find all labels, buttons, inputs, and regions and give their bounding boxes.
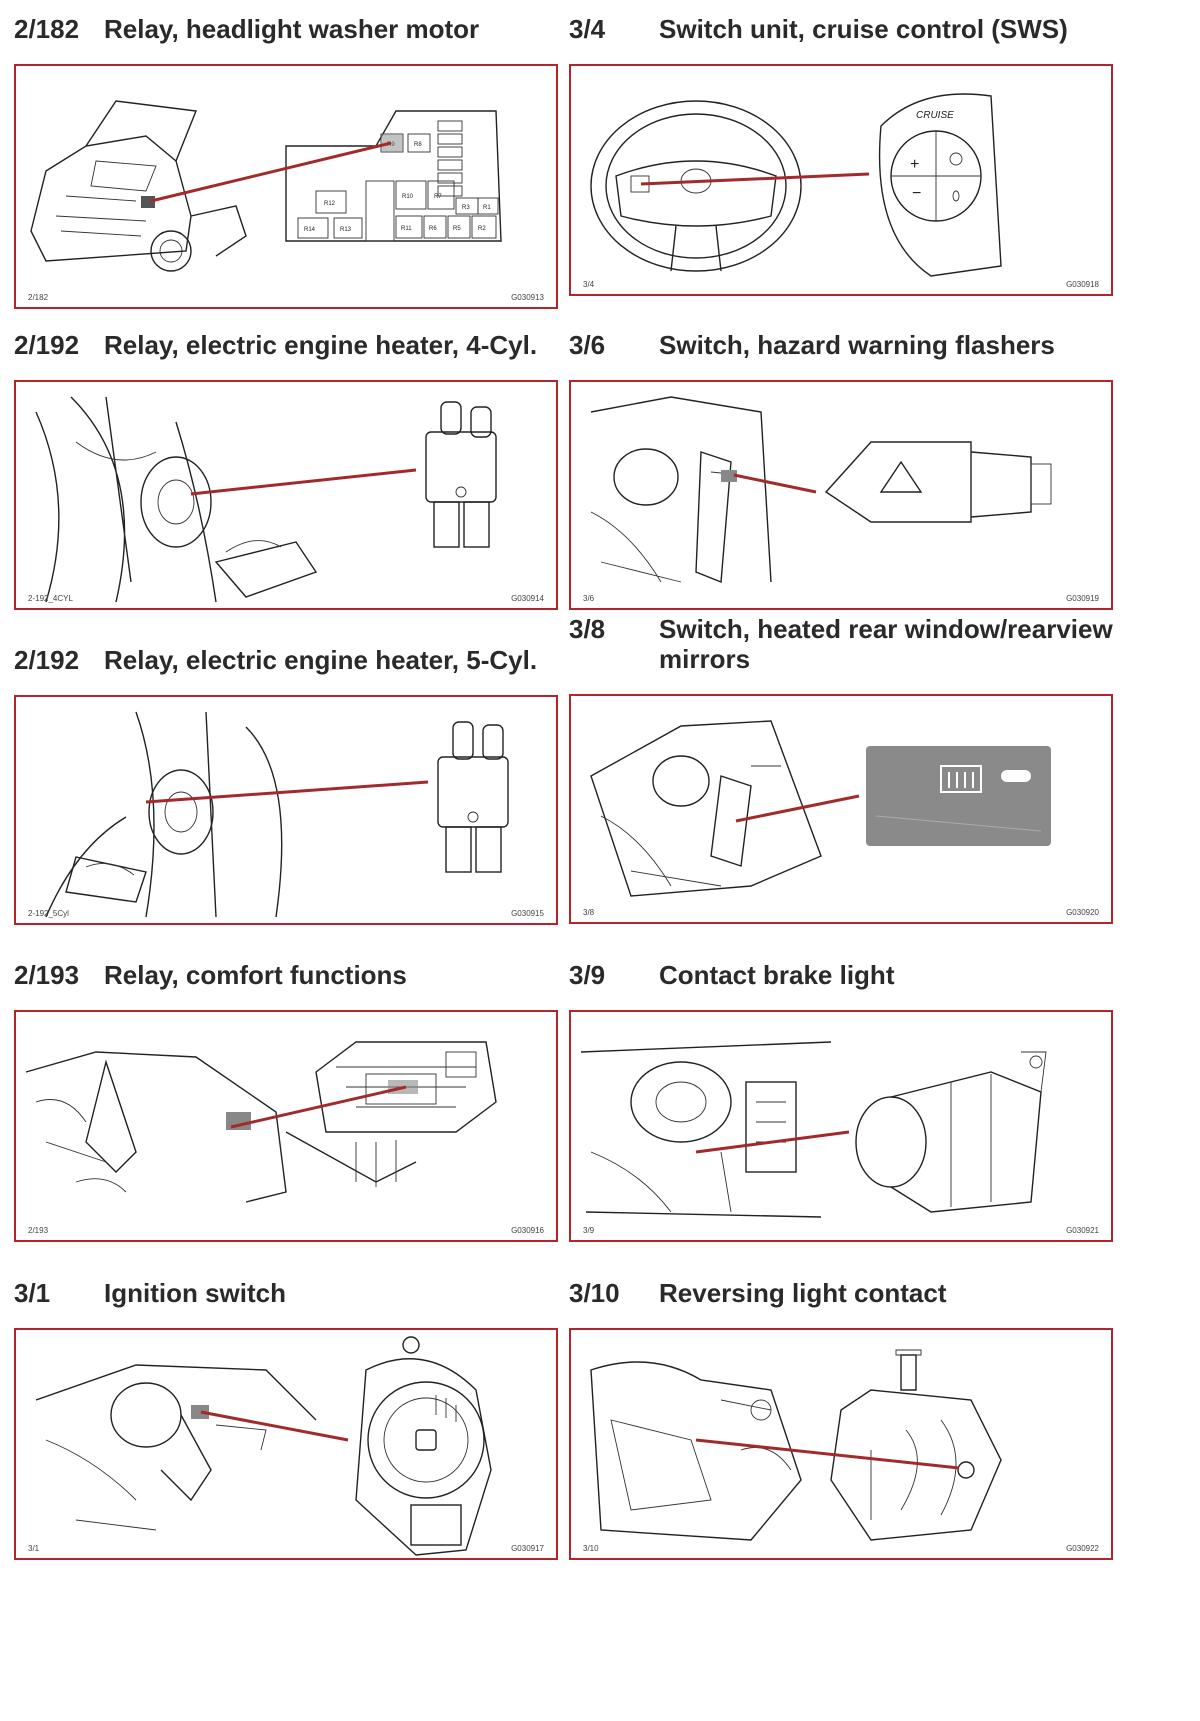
figure-ref-left: 3/8 (583, 908, 595, 917)
fuse-label: R13 (340, 227, 352, 233)
fuse-label: R11 (401, 226, 412, 232)
illustration-frame: R9 R8 R12 R10 R7 R3 R1 R14 R13 R11 R6 R5… (14, 64, 558, 309)
entry-code: 3/4 (569, 14, 606, 44)
svg-text:+: + (910, 156, 919, 173)
figure-ref-right: G030915 (511, 909, 544, 918)
entry-code: 2/192 (14, 645, 80, 675)
entry-heading: 3/6 Switch, hazard warning flashers (555, 330, 1115, 360)
illustration-frame: 2-192_4CYL G030914 (14, 380, 558, 610)
entry-code: 3/1 (14, 1278, 51, 1308)
entry-code: 2/193 (14, 960, 80, 990)
figure-ref-left: 3/9 (583, 1226, 595, 1235)
figure-ref-right: G030918 (1066, 280, 1099, 289)
entry-3-9: 3/9 Contact brake light 3/9 G030921 (555, 960, 1115, 1242)
figure-ref-right: G030919 (1066, 594, 1099, 603)
entry-title: Relay, comfort functions (104, 960, 407, 990)
fuse-label: R8 (414, 142, 422, 148)
entry-heading: 2/182 Relay, headlight washer motor (0, 14, 560, 44)
entry-2-192-4cyl: 2/192 Relay, electric engine heater, 4-C… (0, 330, 560, 610)
illustration-frame: 3/6 G030919 (569, 380, 1113, 610)
entry-code: 3/8 (569, 614, 606, 644)
figure-ref-left: 3/6 (583, 594, 595, 603)
svg-text:−: − (912, 185, 921, 202)
entry-title: Switch unit, cruise control (SWS) (659, 14, 1068, 44)
fuse-label: R1 (483, 205, 491, 211)
reversing-light-contact-illustration (590, 1349, 1002, 1541)
fuse-label: R6 (429, 226, 437, 232)
entry-title: Switch, heated rear window/rearview mirr… (659, 614, 1113, 674)
entry-2-192-5cyl: 2/192 Relay, electric engine heater, 5-C… (0, 645, 560, 925)
entry-code: 3/6 (569, 330, 606, 360)
figure-ref-left: 2/193 (28, 1226, 49, 1235)
figure-ref-left: 2/182 (28, 293, 49, 302)
entry-heading: 3/4 Switch unit, cruise control (SWS) (555, 14, 1115, 44)
entry-title: Relay, electric engine heater, 5-Cyl. (104, 645, 538, 675)
entry-3-4: 3/4 Switch unit, cruise control (SWS) CR… (555, 14, 1115, 296)
entry-3-6: 3/6 Switch, hazard warning flashers 3/6 … (555, 330, 1115, 610)
hazard-switch-illustration (590, 396, 1052, 584)
fuse-label: R2 (478, 226, 486, 232)
entry-heading: 3/1 Ignition switch (0, 1278, 560, 1308)
brake-light-switch-illustration (580, 1041, 1047, 1218)
ignition-switch-illustration (35, 1336, 492, 1556)
entry-heading: 2/192 Relay, electric engine heater, 4-C… (0, 330, 560, 360)
entry-title: Relay, electric engine heater, 4-Cyl. (104, 330, 538, 360)
entry-title: Relay, headlight washer motor (104, 14, 480, 44)
fuse-label: R10 (402, 194, 414, 200)
figure-ref-right: G030920 (1066, 908, 1099, 917)
figure-ref-right: G030922 (1066, 1544, 1099, 1553)
fuse-label: R14 (304, 227, 316, 233)
figure-ref-left: 3/10 (583, 1544, 599, 1553)
entry-heading: 2/192 Relay, electric engine heater, 5-C… (0, 645, 560, 675)
figure-ref-right: G030913 (511, 293, 544, 302)
dashboard-module-illustration (25, 1041, 497, 1203)
entry-heading: 2/193 Relay, comfort functions (0, 960, 560, 990)
figure-ref-right: G030916 (511, 1226, 544, 1235)
illustration-frame: 3/1 G030917 (14, 1328, 558, 1560)
illustration-frame: 3/10 G030922 (569, 1328, 1113, 1560)
steering-wheel-illustration: CRUISE + − (590, 93, 1002, 277)
figure-ref-left: 2-192_5Cyl (28, 909, 69, 918)
cruise-label: CRUISE (916, 110, 954, 121)
fuse-label: R3 (462, 205, 470, 211)
fuse-label: R12 (324, 201, 336, 207)
entry-heading: 3/10 Reversing light contact (555, 1278, 1115, 1308)
entry-code: 2/192 (14, 330, 80, 360)
fuse-label: R5 (453, 226, 461, 232)
fuse-label: R7 (434, 194, 442, 200)
entry-heading: 3/9 Contact brake light (555, 960, 1115, 990)
entry-title: Switch, hazard warning flashers (659, 330, 1055, 360)
illustration-frame: 2-192_5Cyl G030915 (14, 695, 558, 925)
figure-ref-left: 3/1 (28, 1544, 40, 1553)
entry-code: 3/10 (569, 1278, 620, 1308)
figure-ref-right: G030921 (1066, 1226, 1099, 1235)
entry-heading: 3/8 Switch, heated rear window/rearview … (555, 614, 1115, 674)
entry-2-193: 2/193 Relay, comfort functions 2/193 G03… (0, 960, 560, 1242)
entry-3-1: 3/1 Ignition switch 3/1 G030917 (0, 1278, 560, 1560)
entry-3-10: 3/10 Reversing light contact 3/10 G03092… (555, 1278, 1115, 1560)
entry-title: Ignition switch (104, 1278, 286, 1308)
illustration-frame: 2/193 G030916 (14, 1010, 558, 1242)
entry-2-182: 2/182 Relay, headlight washer motor (0, 14, 560, 309)
illustration-frame: 3/9 G030921 (569, 1010, 1113, 1242)
figure-ref-right: G030914 (511, 594, 544, 603)
figure-ref-left: 2-192_4CYL (28, 594, 73, 603)
illustration-frame: 3/8 G030920 (569, 694, 1113, 924)
car-fusebox-illustration: R9 R8 R12 R10 R7 R3 R1 R14 R13 R11 R6 R5… (30, 100, 502, 272)
entry-code: 2/182 (14, 14, 80, 44)
entry-3-8: 3/8 Switch, heated rear window/rearview … (555, 614, 1115, 924)
entry-title: Contact brake light (659, 960, 895, 990)
figure-ref-right: G030917 (511, 1544, 544, 1553)
engine-relay-illustration (35, 396, 497, 603)
entry-code: 3/9 (569, 960, 606, 990)
illustration-frame: CRUISE + − 3/4 G030918 (569, 64, 1113, 296)
heated-window-switch-illustration (590, 720, 1051, 897)
engine-relay-illustration (45, 711, 509, 918)
figure-ref-left: 3/4 (583, 280, 595, 289)
entry-title: Reversing light contact (659, 1278, 947, 1308)
